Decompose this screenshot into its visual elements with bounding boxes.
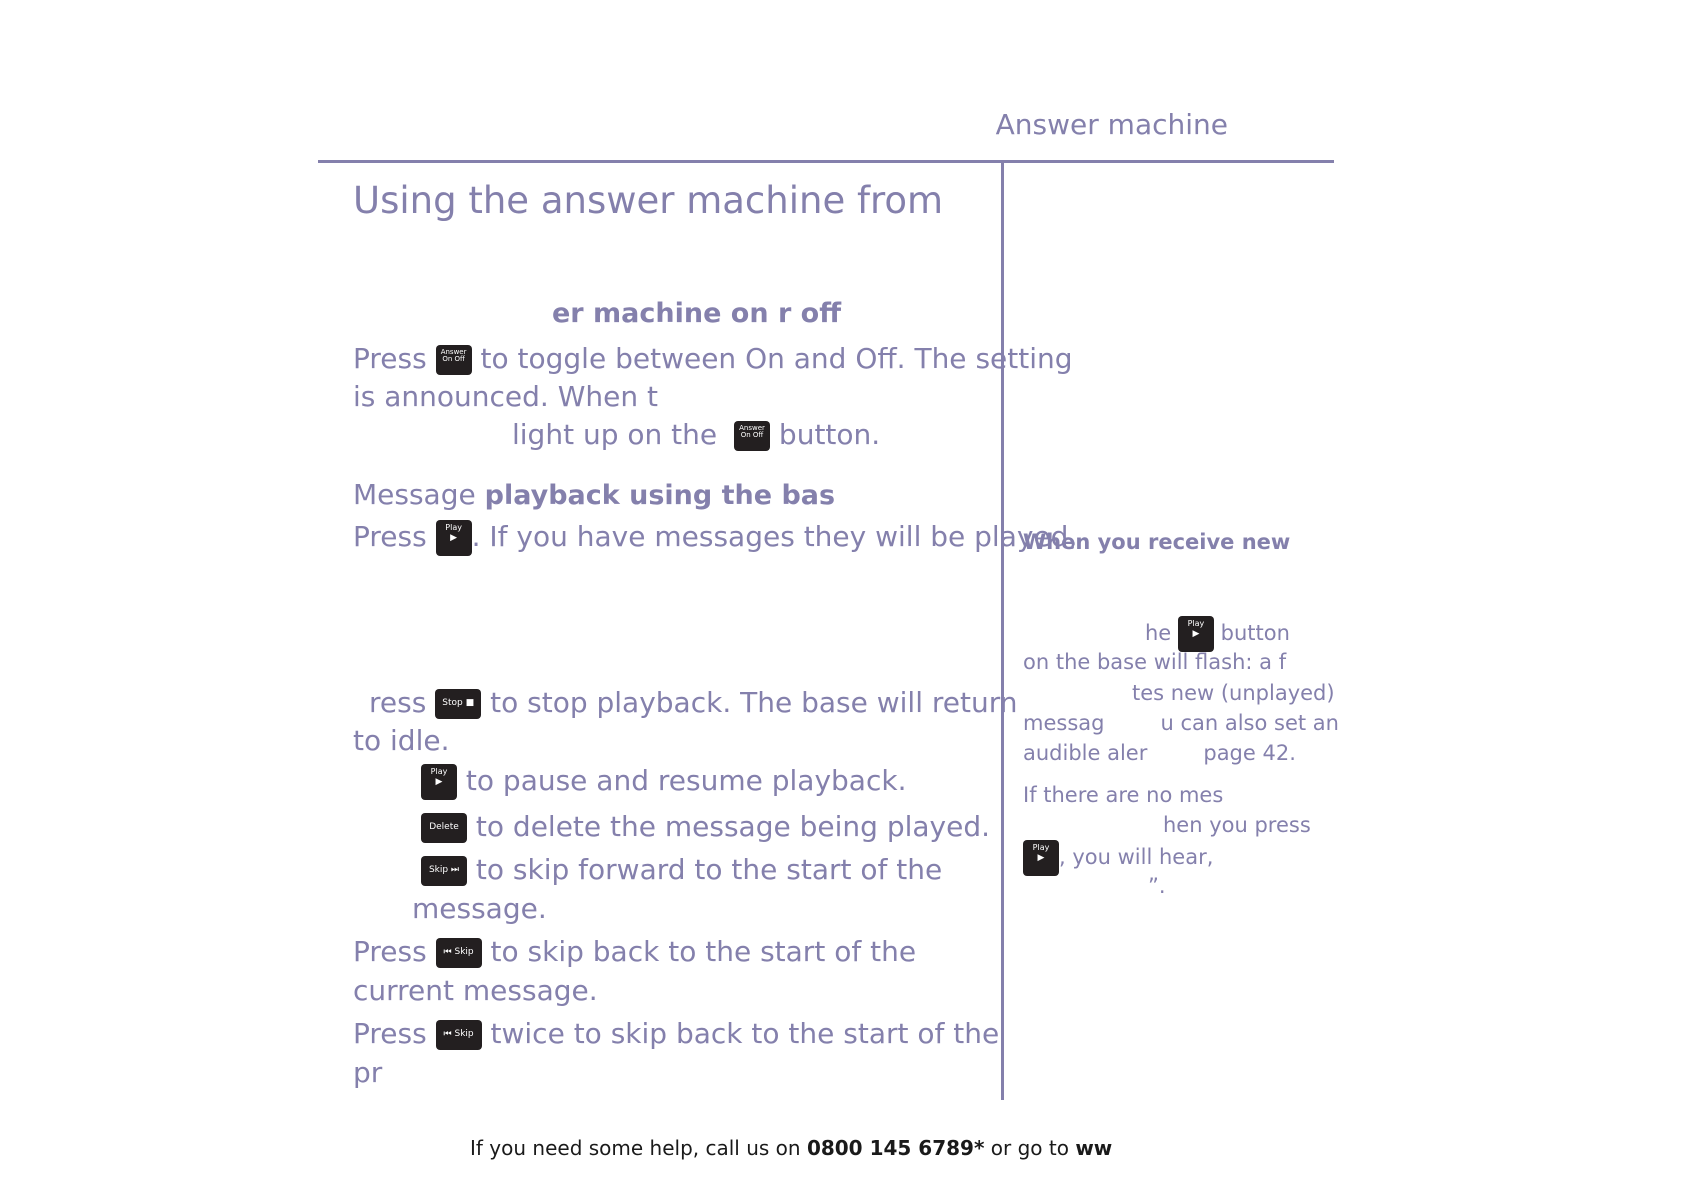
delete-key-icon: Delete xyxy=(421,813,467,843)
para-delete: Delete to delete the message being playe… xyxy=(421,810,990,843)
skip-back-key-icon: ⏮ Skip xyxy=(435,938,482,968)
para-pause: Play▶ to pause and resume playback. xyxy=(421,764,906,800)
para-stop-line2: to idle. xyxy=(353,724,450,757)
sidebar-line6: If there are no mes xyxy=(1023,783,1224,807)
para-skip-back: Press ⏮ Skip to skip back to the start o… xyxy=(353,935,917,968)
play-key-icon: Play▶ xyxy=(421,764,457,800)
footer-link[interactable]: ww xyxy=(1075,1136,1113,1160)
sidebar-line1: he Play▶ button xyxy=(1145,616,1290,652)
section-title: Answer machine xyxy=(995,108,1228,141)
sidebar-line7: hen you press xyxy=(1163,813,1311,837)
page-title: Using the answer machine from xyxy=(353,179,944,222)
para-skip-forward-line2: message. xyxy=(412,892,547,925)
footer-phone: 0800 145 6789* xyxy=(806,1136,985,1160)
para-play: Press Play▶. If you have messages they w… xyxy=(353,520,1077,556)
para-toggle-line2: is announced. When t xyxy=(353,380,659,413)
heading-answer-on-off: er machine on r off xyxy=(552,298,842,329)
para-skip-twice-line2: pr xyxy=(353,1056,383,1089)
sidebar-heading: When you receive new xyxy=(1023,530,1291,554)
heading-playback: Message playback using the bas xyxy=(353,478,836,511)
play-key-icon: Play▶ xyxy=(1023,840,1059,876)
text-toggle: to toggle between On and Off. The settin… xyxy=(480,342,1073,375)
sidebar-line2: on the base will flash: a f xyxy=(1023,650,1287,674)
header-rule xyxy=(318,160,1334,163)
text-press: Press xyxy=(353,342,427,375)
para-skip-back-line2: current message. xyxy=(353,974,598,1007)
sidebar-line3: tes new (unplayed) xyxy=(1132,681,1335,705)
sidebar-line8: Play▶, you will hear, xyxy=(1023,840,1213,876)
para-stop: ress Stop ■ to stop playback. The base w… xyxy=(369,686,1018,719)
stop-key-icon: Stop ■ xyxy=(435,689,482,719)
play-key-icon: Play▶ xyxy=(1177,616,1214,652)
footer-help: If you need some help, call us on 0800 1… xyxy=(470,1136,1113,1160)
para-skip-forward: Skip ⏭ to skip forward to the start of t… xyxy=(421,853,942,886)
skip-forward-key-icon: Skip ⏭ xyxy=(421,856,467,886)
sidebar-line9: ”. xyxy=(1148,874,1166,898)
para-skip-twice: Press ⏮ Skip twice to skip back to the s… xyxy=(353,1017,1000,1050)
column-divider xyxy=(1001,162,1004,1100)
play-key-icon: Play▶ xyxy=(435,520,472,556)
skip-back-key-icon: ⏮ Skip xyxy=(435,1020,482,1050)
